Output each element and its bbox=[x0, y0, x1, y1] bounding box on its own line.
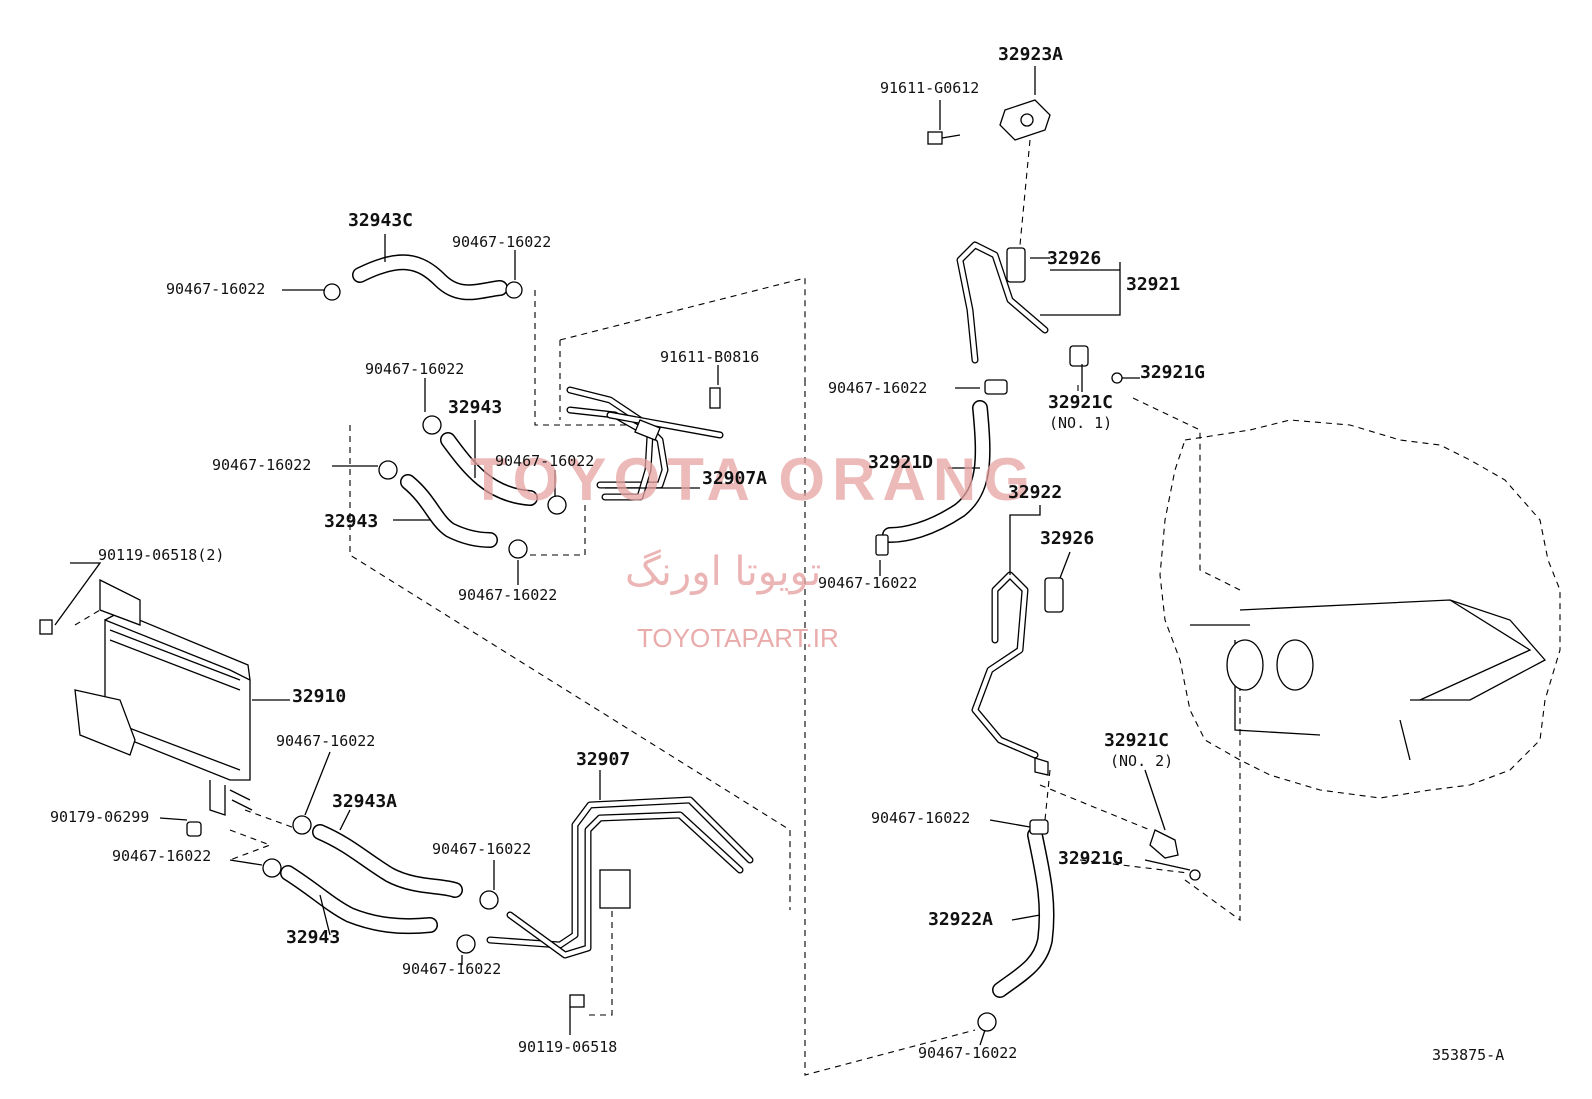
bolt-icon bbox=[927, 131, 961, 145]
label-90467-16022-c: 90467-16022 bbox=[365, 360, 464, 378]
transmission-outline bbox=[1159, 419, 1561, 799]
label-32943C: 32943C bbox=[348, 210, 413, 231]
label-32943A: 32943A bbox=[332, 791, 397, 812]
label-32923A: 32923A bbox=[998, 44, 1063, 65]
label-32922A: 32922A bbox=[928, 909, 993, 930]
label-32921C-top-sub: (NO. 1) bbox=[1049, 414, 1112, 432]
label-90467-16022-g: 90467-16022 bbox=[818, 574, 917, 592]
label-32926-mid: 32926 bbox=[1040, 528, 1094, 549]
label-90467-16022-d: 90467-16022 bbox=[212, 456, 311, 474]
label-90467-16022-m: 90467-16022 bbox=[402, 960, 501, 978]
label-91611-G0612: 91611-G0612 bbox=[880, 79, 979, 97]
label-32943-bot: 32943 bbox=[286, 927, 340, 948]
label-32921: 32921 bbox=[1126, 274, 1180, 295]
label-32926-top: 32926 bbox=[1047, 248, 1101, 269]
label-90467-16022-k: 90467-16022 bbox=[432, 840, 531, 858]
label-90467-16022-e: 90467-16022 bbox=[495, 452, 594, 470]
label-32921D: 32921D bbox=[868, 452, 933, 473]
label-90467-16022-b: 90467-16022 bbox=[166, 280, 265, 298]
label-90467-16022-j: 90467-16022 bbox=[112, 847, 211, 865]
label-90467-16022-n: 90467-16022 bbox=[918, 1044, 1017, 1062]
label-32921C-top: 32921C bbox=[1048, 392, 1113, 413]
label-32910: 32910 bbox=[292, 686, 346, 707]
label-32921G-top: 32921G bbox=[1140, 362, 1205, 383]
watermark-brand-fa: تویوتا اورنگ bbox=[625, 549, 821, 595]
part-labels: 32923A 91611-G0612 32943C 90467-16022 90… bbox=[50, 44, 1504, 1064]
label-90467-16022-i: 90467-16022 bbox=[276, 732, 375, 750]
leader-lines bbox=[54, 66, 1191, 1046]
label-90119-06518-2: 90119-06518(2) bbox=[98, 546, 224, 564]
small-parts bbox=[39, 99, 1201, 1032]
label-91611-B0816: 91611-B0816 bbox=[660, 348, 759, 366]
label-90467-16022-h: 90467-16022 bbox=[458, 586, 557, 604]
hoses bbox=[280, 254, 1055, 998]
oil-cooler-32910 bbox=[74, 578, 253, 816]
label-32921G-bot: 32921G bbox=[1058, 848, 1123, 869]
pipes bbox=[486, 241, 1049, 959]
label-32943-top: 32943 bbox=[448, 397, 502, 418]
label-90179-06299: 90179-06299 bbox=[50, 808, 149, 826]
label-32921C-bot-sub: (NO. 2) bbox=[1110, 752, 1173, 770]
label-32907: 32907 bbox=[576, 749, 630, 770]
watermark-site: TOYOTAPART.IR bbox=[637, 623, 839, 653]
label-32943-mid: 32943 bbox=[324, 511, 378, 532]
label-90467-16022-f: 90467-16022 bbox=[828, 379, 927, 397]
label-90467-16022-a: 90467-16022 bbox=[452, 233, 551, 251]
diagram-reference-number: 353875-A bbox=[1432, 1046, 1504, 1064]
label-32922: 32922 bbox=[1008, 482, 1062, 503]
dashed-boundaries bbox=[74, 139, 1241, 1076]
label-32907A: 32907A bbox=[702, 468, 767, 489]
label-32921C-bot: 32921C bbox=[1104, 730, 1169, 751]
label-90119-06518: 90119-06518 bbox=[518, 1038, 617, 1056]
label-90467-16022-l: 90467-16022 bbox=[871, 809, 970, 827]
